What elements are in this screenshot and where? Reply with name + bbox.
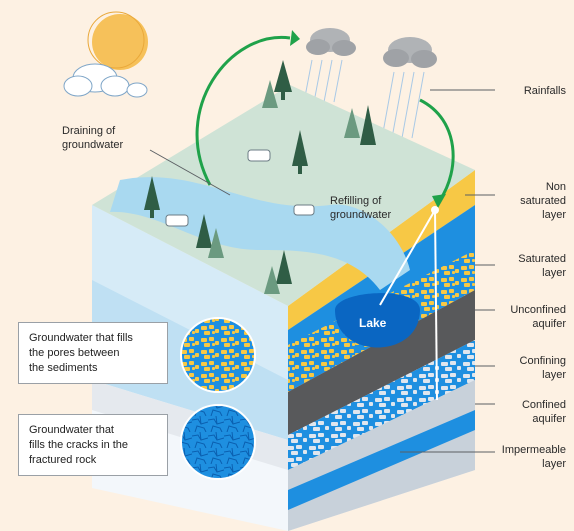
cloud-icon bbox=[126, 82, 148, 98]
infiltration-arrow bbox=[419, 98, 455, 208]
label-rainfalls: Rainfalls bbox=[523, 85, 566, 97]
groundwater-flow-arrow bbox=[379, 206, 439, 401]
pores-detail-circle bbox=[180, 317, 256, 393]
label-confining-layer: Confining layer bbox=[519, 355, 566, 381]
label-unconfined-aquifer: Unconfined aquifer bbox=[510, 304, 566, 330]
callout-pores: Groundwater that fills the pores between… bbox=[18, 322, 168, 384]
label-lake: Lake bbox=[359, 316, 387, 330]
label-refilling: Refilling of groundwater bbox=[330, 195, 392, 221]
label-confined-aquifer: Confined aquifer bbox=[521, 399, 566, 425]
cow-icon bbox=[165, 149, 315, 227]
cracks-detail-circle bbox=[180, 404, 256, 480]
leader-lines bbox=[149, 89, 495, 453]
lake bbox=[335, 293, 420, 348]
label-draining: Draining of groundwater bbox=[62, 125, 124, 151]
confined-aquifer bbox=[288, 340, 475, 470]
land-surface bbox=[92, 85, 475, 306]
label-impermeable-layer: Impermeable layer bbox=[501, 444, 566, 470]
rain-cloud-icon bbox=[303, 28, 356, 103]
rain-cloud-icon bbox=[381, 37, 437, 139]
label-saturated-layer: Saturated layer bbox=[518, 253, 566, 279]
confining-layer bbox=[288, 290, 475, 435]
callout-cracks: Groundwater that fills the cracks in the… bbox=[18, 414, 168, 476]
tree-icon bbox=[144, 60, 376, 294]
sun-icon bbox=[87, 11, 148, 70]
label-non-saturated-layer: Non saturated layer bbox=[520, 181, 566, 221]
evaporation-arrow bbox=[195, 30, 300, 186]
